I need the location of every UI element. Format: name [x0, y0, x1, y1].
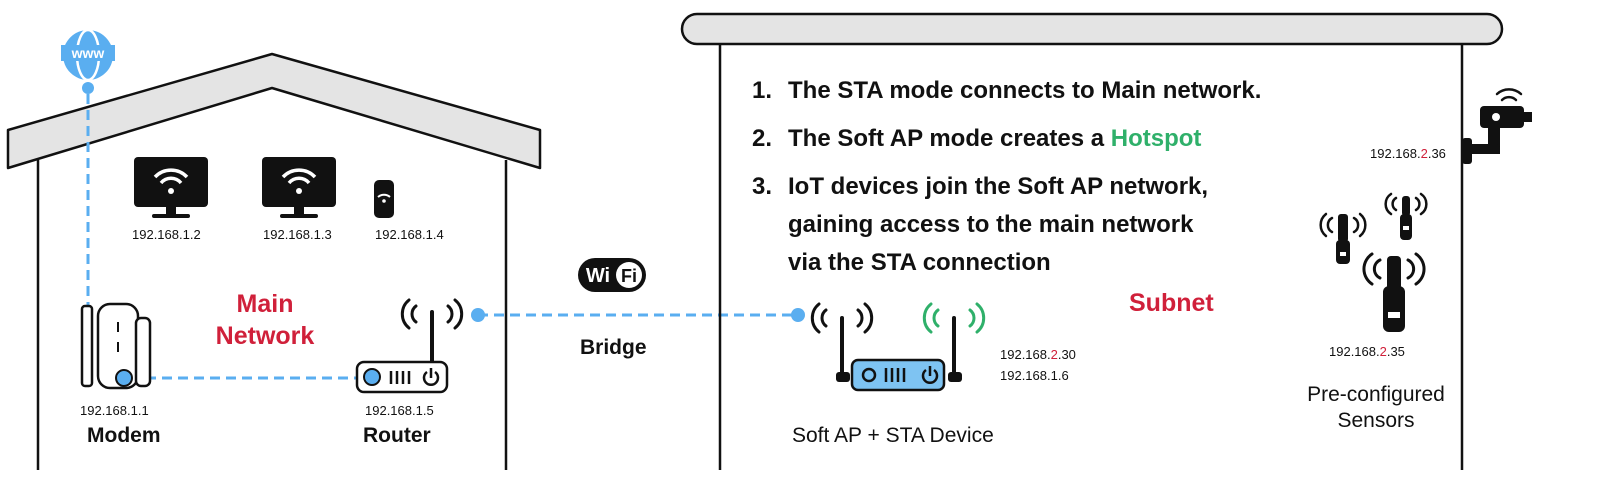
sensor-icon-1 [1319, 212, 1367, 264]
modem-ip: 192.168.1.1 [80, 403, 149, 418]
monitor2-ip: 192.168.1.3 [263, 227, 332, 242]
sensor-icon-2 [1384, 192, 1428, 240]
router-icon [355, 298, 485, 394]
step-3: 3. IoT devices join the Soft AP network,… [752, 173, 1209, 276]
device-ip-1: 192.168.2.30 [1000, 347, 1076, 362]
step-2: 2. The Soft AP mode creates a Hotspot [752, 125, 1202, 152]
hotspot-highlight: Hotspot [1110, 125, 1202, 152]
building [680, 12, 1504, 470]
soft-ap-device-icon [791, 302, 986, 392]
router-label: Router [363, 424, 431, 447]
monitor1-ip: 192.168.1.2 [132, 227, 201, 242]
router-ip: 192.168.1.5 [365, 403, 434, 418]
house-roof [6, 52, 542, 170]
step-1: 1. The STA mode connects to Main network… [752, 77, 1262, 104]
sensor-ip: 192.168.2.35 [1329, 344, 1405, 359]
www-text: www [71, 45, 105, 61]
sensors-label: Pre-configured Sensors [1307, 383, 1445, 432]
soft-ap-device-label: Soft AP + STA Device [792, 424, 994, 447]
phone-icon [374, 180, 394, 218]
steps-list: 1. The STA mode connects to Main network… [752, 72, 1261, 282]
www-globe-icon: www [61, 28, 115, 94]
monitor-icon-1 [134, 157, 208, 218]
house [6, 52, 542, 470]
wifi-logo-icon: Wi Fi [578, 258, 646, 292]
svg-text:Wi: Wi [586, 265, 610, 287]
subnet-label: Subnet [1129, 289, 1214, 317]
svg-text:Fi: Fi [621, 266, 637, 286]
monitor-icon-2 [262, 157, 336, 218]
sensor-icon-3 [1362, 252, 1426, 332]
device-ip-2: 192.168.1.6 [1000, 368, 1069, 383]
phone-ip: 192.168.1.4 [375, 227, 444, 242]
modem-icon [80, 302, 152, 390]
main-network-label: Main Network [215, 290, 315, 350]
modem-label: Modem [87, 424, 161, 447]
bridge-label: Bridge [580, 336, 647, 359]
security-camera-icon [1462, 88, 1532, 164]
camera-ip: 192.168.2.36 [1370, 146, 1446, 161]
